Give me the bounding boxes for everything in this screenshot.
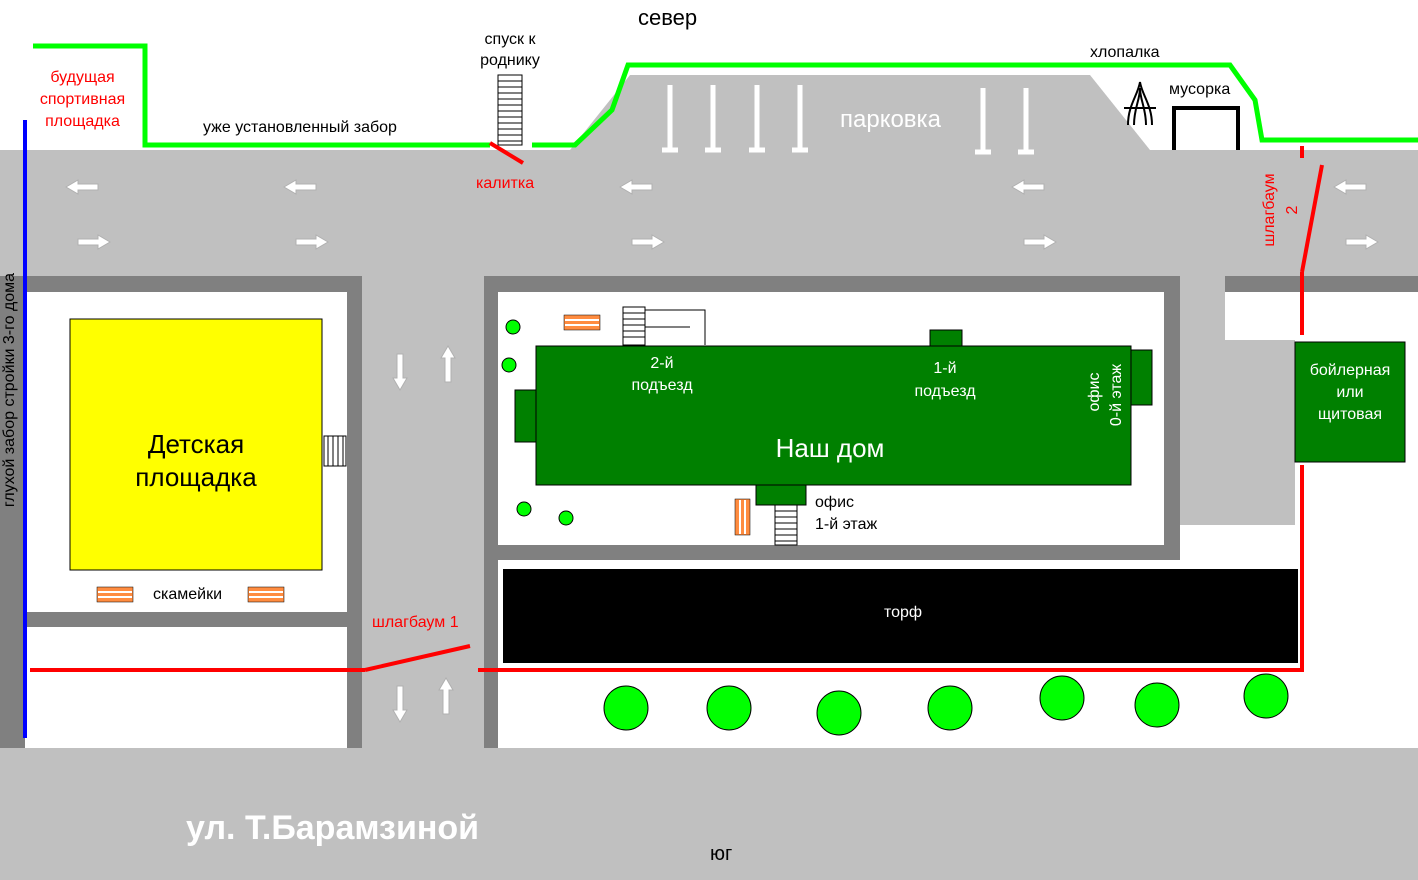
future-sports-label-3: площадка <box>45 113 120 130</box>
playground-stairs <box>323 435 347 467</box>
entrance2-label-2: подъезд <box>631 377 693 394</box>
shrub <box>501 319 574 526</box>
blank-fence-label: глухой забор стройки 3-го дома <box>1 272 18 508</box>
street-name: ул. Т.Барамзиной <box>186 809 480 847</box>
house-annex-bottom <box>755 484 807 506</box>
tree <box>1134 682 1180 728</box>
north-label: север <box>638 5 698 30</box>
driveway-strip <box>362 276 484 748</box>
entrance1-label-1: 1-й <box>933 360 957 377</box>
tree <box>1243 673 1289 719</box>
tree <box>706 685 752 731</box>
carpet-beater-label: хлопалка <box>1090 44 1160 61</box>
boiler-building <box>1294 341 1406 463</box>
peat-area <box>503 569 1298 663</box>
entrance1-label-2: подъезд <box>914 383 976 400</box>
house-annex-top <box>929 329 963 347</box>
office0-label-1: офис <box>1086 372 1103 412</box>
bench <box>96 586 134 603</box>
parking-stripes <box>662 85 1034 155</box>
entrance2-label-1: 2-й <box>650 355 674 372</box>
carpet-beater-icon <box>1124 81 1156 126</box>
gate-label: калитка <box>476 175 535 192</box>
installed-fence <box>33 43 490 148</box>
our-house <box>535 345 1132 486</box>
parking-label: парковка <box>840 106 941 133</box>
installed-fence-label: уже установленный забор <box>203 119 397 136</box>
bench <box>247 586 285 603</box>
playground <box>69 318 323 571</box>
bench <box>563 314 601 331</box>
lower-block-curb <box>484 560 498 748</box>
right-corner-curb <box>1225 276 1418 292</box>
barrier2-arm <box>1300 164 1324 273</box>
fence-north <box>532 62 1418 148</box>
barrier2-label-2: 2 <box>1284 205 1301 215</box>
office1-label-2: 1-й этаж <box>815 516 878 533</box>
benches-label: скамейки <box>153 586 223 603</box>
house-annex-right <box>1129 349 1153 406</box>
left-block-lower <box>25 627 347 748</box>
bench <box>734 498 751 536</box>
gate-line <box>488 141 525 165</box>
barrier2-label-1: шлагбаум <box>1261 173 1278 247</box>
peat-label: торф <box>883 604 923 621</box>
barrier1-label: шлагбаум 1 <box>372 614 459 631</box>
playground-label-2: площадка <box>135 462 257 492</box>
our-house-label: Наш дом <box>775 433 885 463</box>
entrance-stairs <box>622 306 706 346</box>
future-sports-label-1: будущая <box>50 69 115 86</box>
right-corner-white <box>1227 292 1418 340</box>
tree <box>1039 675 1085 721</box>
office-stairs <box>774 504 798 546</box>
trash-label: мусорка <box>1169 81 1231 98</box>
boiler-label-2: или <box>1336 384 1364 401</box>
spring-stairs <box>497 74 523 146</box>
house-annex-left <box>514 389 538 443</box>
office0-label-2: 0-й этаж <box>1108 363 1125 427</box>
spring-descent-label-1: спуск к <box>484 31 536 48</box>
office1-label-1: офис <box>815 494 854 511</box>
trash-icon <box>1172 106 1240 150</box>
spring-descent-label-2: роднику <box>480 52 540 69</box>
barrier-line-right <box>478 465 1304 672</box>
south-label: юг <box>710 843 733 865</box>
tree <box>816 690 862 736</box>
boiler-label-1: бойлерная <box>1309 362 1391 379</box>
playground-label-1: Детская <box>147 429 245 459</box>
boiler-label-3: щитовая <box>1317 406 1383 423</box>
barrier1-arm <box>364 644 471 672</box>
future-sports-label-2: спортивная <box>39 91 126 108</box>
tree <box>927 685 973 731</box>
tree <box>603 685 649 731</box>
